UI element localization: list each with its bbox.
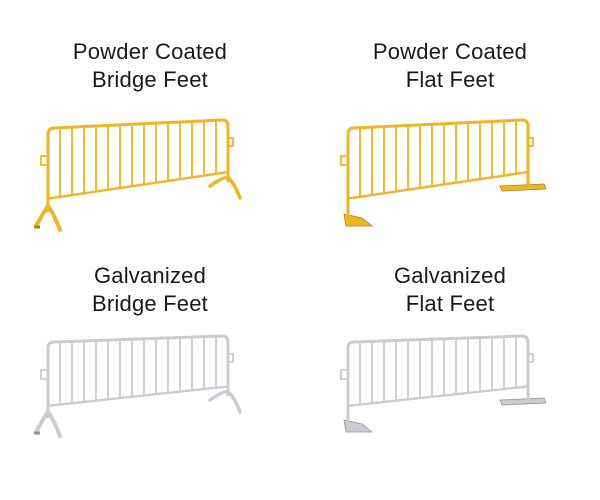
- barrier-illustration: [340, 118, 547, 227]
- barrier-bottom-rail: [347, 170, 529, 200]
- barrier-bottom-rail: [47, 170, 229, 200]
- option-title-line2: Flat Feet: [405, 291, 495, 316]
- barrier-image: [340, 334, 547, 433]
- option-title-line1: Galvanized: [93, 263, 207, 288]
- option-title: Powder Coated Bridge Feet: [0, 38, 300, 94]
- option-title-line2: Bridge Feet: [92, 67, 208, 92]
- barrier-hook: [340, 155, 348, 166]
- option-title-line2: Flat Feet: [405, 67, 495, 92]
- option-title-line1: Powder Coated: [72, 39, 228, 64]
- option-title-line2: Bridge Feet: [92, 291, 208, 316]
- bridge-foot: [34, 203, 62, 232]
- barrier-bottom-rail: [47, 385, 229, 408]
- barrier-hook: [340, 369, 348, 380]
- barrier-illustration: [340, 334, 547, 433]
- option-title-line1: Powder Coated: [372, 39, 528, 64]
- bridge-foot: [208, 175, 242, 200]
- barrier-option-galvanized-flat: Galvanized Flat Feet: [300, 250, 600, 500]
- barrier-illustration: [34, 118, 242, 232]
- option-title: Powder Coated Flat Feet: [300, 38, 600, 94]
- barrier-option-galvanized-bridge: Galvanized Bridge Feet: [0, 250, 300, 500]
- option-title: Galvanized Flat Feet: [300, 262, 600, 318]
- flat-foot: [343, 419, 374, 433]
- barrier-image: [34, 118, 242, 232]
- option-title: Galvanized Bridge Feet: [0, 262, 300, 318]
- barrier-image: [340, 118, 547, 227]
- bridge-foot: [208, 389, 242, 414]
- barrier-illustration: [34, 334, 242, 438]
- barrier-loop: [528, 353, 534, 363]
- barrier-loop: [228, 137, 234, 147]
- barrier-frame: [46, 118, 230, 212]
- flat-foot: [499, 397, 547, 406]
- barrier-image: [34, 334, 242, 438]
- barrier-loop: [528, 137, 534, 147]
- barrier-frame: [346, 334, 530, 418]
- barrier-hook: [40, 369, 48, 380]
- bridge-foot: [34, 409, 62, 438]
- barrier-frame: [346, 118, 530, 212]
- barrier-hook: [40, 155, 48, 166]
- barrier-option-powder-bridge: Powder Coated Bridge Feet: [0, 0, 300, 250]
- option-title-line1: Galvanized: [393, 263, 507, 288]
- barrier-loop: [228, 353, 234, 363]
- flat-foot: [499, 183, 547, 192]
- barrier-bottom-rail: [347, 385, 529, 408]
- flat-foot: [343, 213, 374, 227]
- barrier-frame: [46, 334, 230, 418]
- barrier-option-powder-flat: Powder Coated Flat Feet: [300, 0, 600, 250]
